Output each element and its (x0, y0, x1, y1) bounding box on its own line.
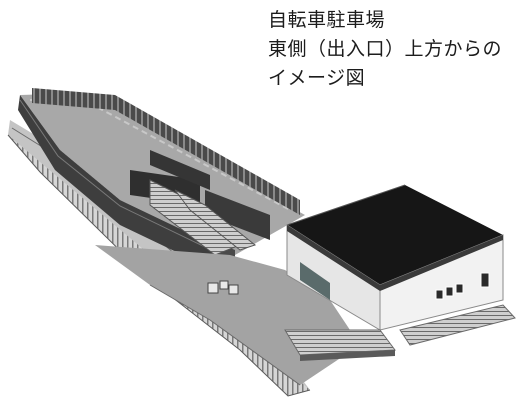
bicycles (207, 280, 239, 295)
front-steps (284, 304, 516, 361)
caption: 自転車駐車場 東側（出入口）上方からの イメージ図 (268, 6, 518, 93)
stairs (149, 179, 257, 256)
entrance-building (286, 184, 504, 331)
caption-line-image: イメージ図 (268, 67, 366, 89)
caption-line-title: 自転車駐車場 (268, 9, 386, 31)
caption-line-viewpoint: 東側（出入口）上方からの (268, 38, 503, 60)
windows (435, 272, 490, 300)
ground-level (95, 245, 360, 386)
